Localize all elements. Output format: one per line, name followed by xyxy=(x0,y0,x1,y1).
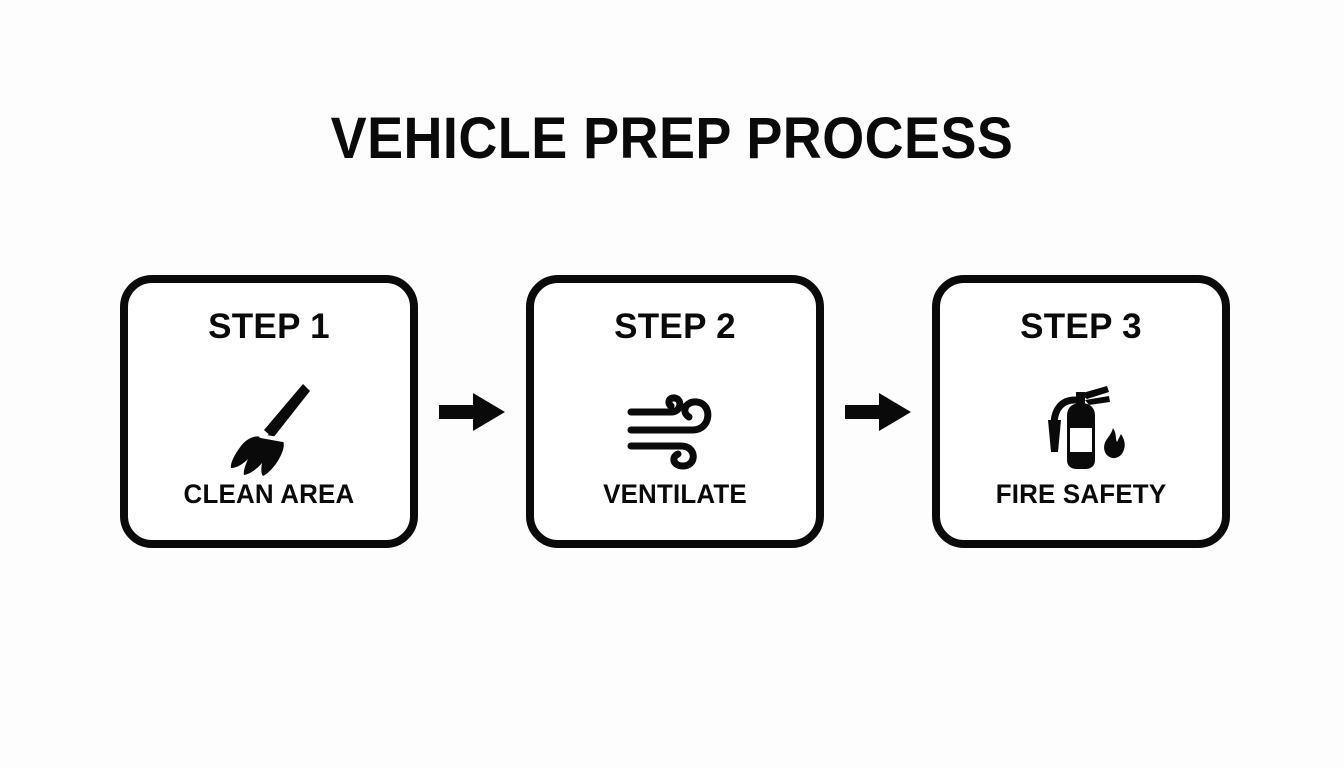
step-icon-1 xyxy=(128,375,410,480)
step-label-3: FIRE SAFETY xyxy=(995,479,1167,509)
step-heading-1: STEP 1 xyxy=(208,307,330,346)
arrow-right-icon xyxy=(845,392,911,431)
connector-1 xyxy=(439,389,505,435)
step-icon-2 xyxy=(534,375,816,480)
step-label-1: CLEAN AREA xyxy=(183,479,355,509)
process-flow: STEP 1 CLEAN AREA xyxy=(120,275,1230,548)
step-icon-3 xyxy=(940,375,1222,480)
step-card-3[interactable]: STEP 3 xyxy=(932,275,1230,548)
step-card-2[interactable]: STEP 2 VENTILATE xyxy=(526,275,824,548)
step-label-2: VENTILATE xyxy=(603,479,747,509)
arrow-right-icon xyxy=(439,392,505,431)
page-title: VEHICLE PREP PROCESS xyxy=(330,106,1014,171)
connector-2 xyxy=(845,389,911,435)
step-card-1[interactable]: STEP 1 CLEAN AREA xyxy=(120,275,418,548)
step-heading-2: STEP 2 xyxy=(614,307,736,346)
step-heading-3: STEP 3 xyxy=(1020,307,1142,346)
broom-icon xyxy=(230,383,310,476)
wind-icon xyxy=(627,393,712,470)
fire-extinguisher-icon xyxy=(1048,385,1125,469)
